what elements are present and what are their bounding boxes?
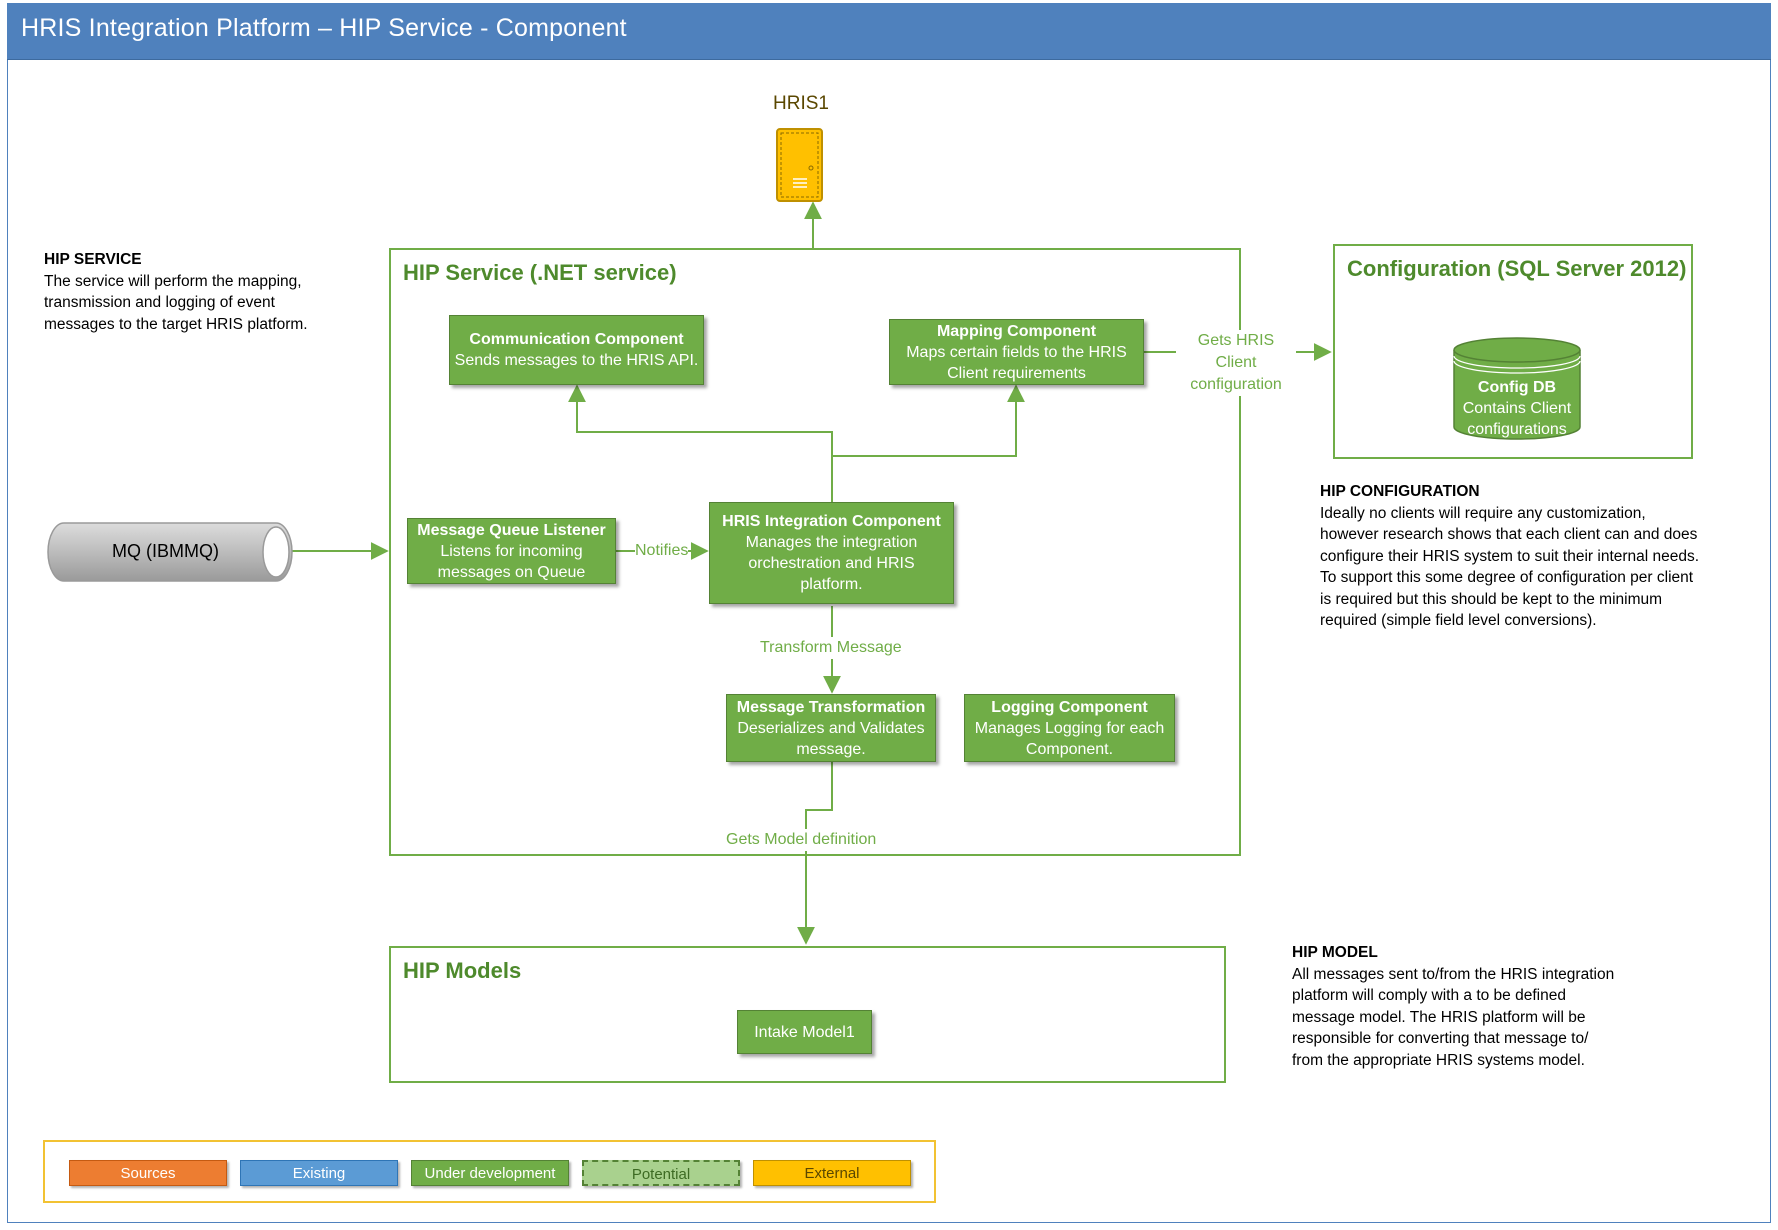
integration-line1: Manages the integration [745,534,918,551]
note-hip-service-heading: HIP SERVICE [44,251,142,268]
hris1-label: HRIS1 [773,93,829,114]
hip-models-title: HIP Models [403,958,522,983]
edge-label-notifies: Notifies [635,540,689,562]
config-db-line2: configurations [1467,421,1567,438]
listener-line1: Listens for incoming [440,542,583,560]
config-db-icon [1453,337,1581,441]
logging-line1: Manages Logging for each [974,719,1165,737]
edge-label-gets-config: Gets HRIS Client configuration [1176,330,1296,396]
transformation-line2: message. [796,740,866,758]
message-queue-listener: Message Queue Listener Listens for incom… [407,518,616,584]
edge-integration-to-mapping [831,384,1025,457]
intake-model1-label: Intake Model1 [754,1023,855,1041]
note-hip-configuration-line: Ideally no clients will require any cust… [1320,504,1646,522]
communication-text: Sends messages to the HRIS API. [454,352,699,369]
mapping-line2: Client requirements [947,364,1086,382]
note-hip-model-heading: HIP MODEL [1292,944,1378,961]
communication-title: Communication Component [469,331,684,348]
transformation-line1: Deserializes and Validates [737,719,925,737]
logging-title: Logging Component [991,698,1148,716]
listener-line2: messages on Queue [437,563,586,581]
note-hip-configuration-line: To support this some degree of configura… [1320,569,1694,586]
legend: Sources Existing Under development Poten… [43,1140,936,1203]
communication-component: Communication Component Sends messages t… [449,315,704,385]
integration-line3: platform. [800,576,863,593]
note-hip-configuration-line: however research shows that each client … [1320,526,1698,543]
note-hip-model-line: platform will comply with a to be define… [1292,987,1566,1004]
mapping-component: Mapping Component Maps certain fields to… [889,319,1144,385]
hris1-server-icon [776,128,823,202]
legend-existing: Existing [240,1160,398,1186]
mapping-title: Mapping Component [936,322,1097,340]
legend-potential: Potential [582,1160,740,1186]
integration-title: HRIS Integration Component [722,513,941,530]
integration-line2: orchestration and HRIS [748,555,915,572]
logging-line2: Component. [1025,740,1114,758]
config-db-title: Config DB [1477,379,1557,396]
config-db-text: Config DB Contains Client configurations [1453,377,1581,440]
note-hip-service-line: The service will perform the mapping, [44,272,302,290]
hris-integration-component: HRIS Integration Component Manages the i… [709,502,954,604]
config-db-line1: Contains Client [1462,400,1572,417]
mapping-line1: Maps certain fields to the HRIS [906,343,1127,361]
note-hip-configuration-line: required (simple field level conversions… [1320,612,1597,629]
legend-sources: Sources [69,1160,227,1186]
edge-label-transform: Transform Message [760,637,902,659]
message-transformation-component: Message Transformation Deserializes and … [726,694,936,762]
note-hip-configuration: HIP CONFIGURATION Ideally no clients wil… [1320,481,1699,632]
note-hip-service: HIP SERVICE The service will perform the… [44,249,308,335]
configuration-title: Configuration (SQL Server 2012) [1347,256,1687,281]
title-bar: HRIS Integration Platform – HIP Service … [7,3,1771,60]
hip-service-title: HIP Service (.NET service) [403,260,677,285]
note-hip-service-line: messages to the target HRIS platform. [44,315,308,333]
legend-external: External [753,1160,911,1186]
edge-label-gets-config-line1: Gets HRIS Client [1197,332,1275,371]
note-hip-model: HIP MODEL All messages sent to/from the … [1292,942,1614,1071]
diagram-title: HRIS Integration Platform – HIP Service … [21,14,627,42]
mq-cylinder-icon [46,521,294,583]
note-hip-model-line: All messages sent to/from the HRIS integ… [1292,965,1615,983]
mq-label: MQ (IBMMQ) [112,541,219,561]
legend-under-development: Under development [411,1160,569,1186]
logging-component: Logging Component Manages Logging for ea… [964,694,1175,762]
note-hip-configuration-line: configure their HRIS system to suit thei… [1320,547,1700,565]
note-hip-configuration-line: is required but this should be kept to t… [1320,590,1663,608]
note-hip-service-line: transmission and logging of event [44,294,275,311]
edge-integration-to-communication [568,384,833,502]
note-hip-model-line: message model. The HRIS platform will be [1292,1008,1586,1026]
edge-label-gets-config-line2: configuration [1190,376,1282,393]
edge-transformation-to-models [797,762,833,945]
intake-model1: Intake Model1 [737,1010,872,1054]
note-hip-model-line: from the appropriate HRIS systems model. [1292,1051,1585,1069]
listener-title: Message Queue Listener [417,521,606,539]
note-hip-model-line: responsible for converting that message … [1292,1030,1589,1047]
edge-label-gets-model: Gets Model definition [726,829,877,851]
transformation-title: Message Transformation [736,698,926,716]
note-hip-configuration-heading: HIP CONFIGURATION [1320,483,1480,500]
